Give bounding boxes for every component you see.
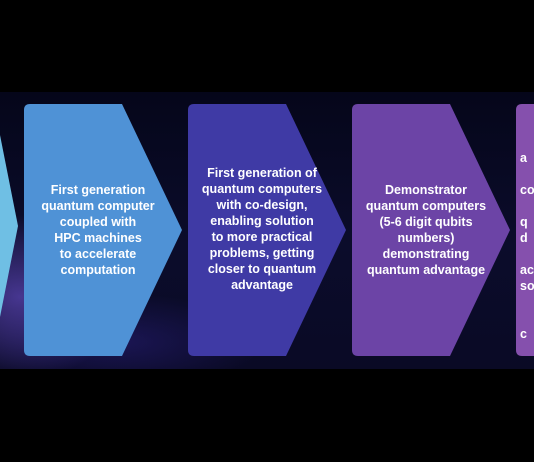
arrow-shape-step-2 — [188, 104, 346, 356]
arrow-step-3: Demonstrator quantum computers (5-6 digi… — [352, 104, 512, 356]
step-1-text: First generation quantum computer couple… — [41, 183, 155, 277]
arrow-shape-step-3 — [352, 104, 510, 356]
arrow-shape-step-4 — [516, 104, 534, 356]
step-2-text: First generation of quantum computers wi… — [201, 166, 323, 292]
arrow-shape-step-1 — [24, 104, 182, 356]
step-3-text: Demonstrator quantum computers (5-6 digi… — [365, 183, 487, 277]
step-4-text: a co q d ac so c — [520, 151, 534, 341]
arrow-step-1: First generation quantum computer couple… — [24, 104, 184, 356]
arrow-shape-previous — [0, 135, 18, 317]
arrow-step-4: a co q d ac so c — [516, 104, 534, 356]
arrow-step-previous — [0, 95, 22, 357]
arrow-step-2: First generation of quantum computers wi… — [188, 104, 348, 356]
